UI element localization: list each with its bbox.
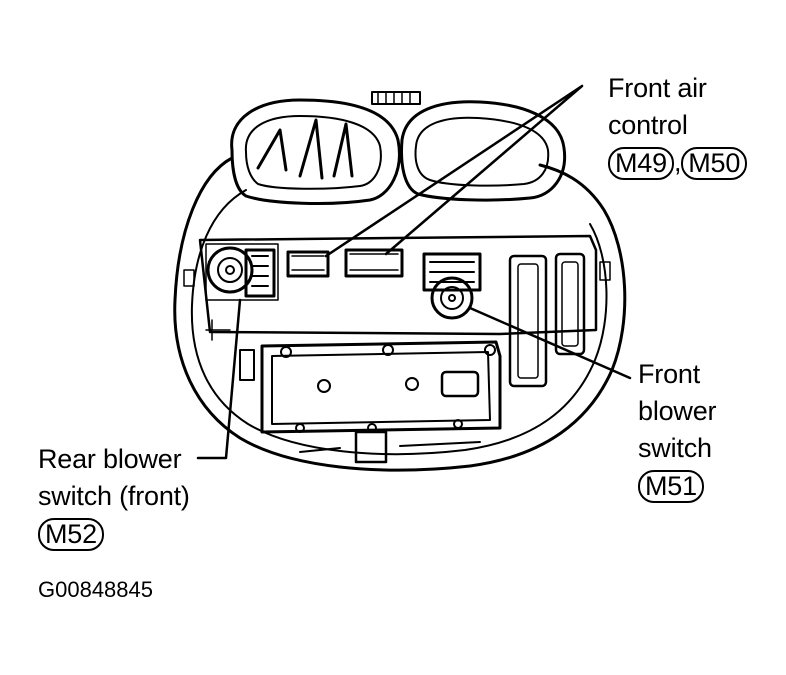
console-housing-inner-outline: [190, 189, 608, 456]
left-air-vent: [230, 98, 401, 205]
right-slot-1: [508, 254, 548, 388]
console-housing-outline: [173, 156, 627, 472]
label-rear-blower-switch-connector-line: M52: [38, 515, 190, 552]
label-rear-blower-switch: Rear blower switch (front) M52: [38, 441, 190, 552]
connector-badge-m51: M51: [638, 470, 704, 504]
leader-rear-blower-switch: [196, 298, 242, 460]
label-front-air-control-line2: control: [608, 110, 688, 140]
right-slot-2: [554, 252, 586, 356]
label-front-blower-switch-line2: blower: [638, 396, 717, 426]
label-rear-blower-switch-line1: Rear blower: [38, 444, 182, 474]
figure-code: G00848845: [38, 577, 153, 602]
label-front-blower-switch-connector-line: M51: [638, 467, 716, 504]
lower-panel: [260, 340, 502, 434]
rear-blower-switch-knob: [205, 243, 279, 301]
leader-front-blower-switch: [468, 306, 632, 380]
label-front-blower-switch-line3: switch: [638, 433, 712, 463]
connector-badge-m49: M49: [608, 147, 674, 181]
front-blower-switch-knob: [422, 252, 482, 320]
connector-badge-m50: M50: [681, 147, 748, 181]
connector-separator: ,: [673, 147, 682, 177]
leader-front-air-control: [324, 84, 584, 258]
connector-m50: [344, 248, 404, 278]
connector-m49: [286, 250, 330, 278]
vent-clip: [371, 91, 421, 105]
label-rear-blower-switch-line2: switch (front): [38, 481, 190, 511]
control-panel-frame: [198, 234, 598, 336]
label-front-air-control: Front air control M49,M50: [608, 70, 748, 181]
connector-badge-m52: M52: [38, 518, 104, 552]
label-front-blower-switch-line1: Front: [638, 359, 701, 389]
label-front-air-control-connectors: M49,M50: [608, 144, 748, 181]
label-front-air-control-line1: Front air: [608, 73, 707, 103]
label-front-blower-switch: Front blower switch M51: [638, 356, 717, 504]
